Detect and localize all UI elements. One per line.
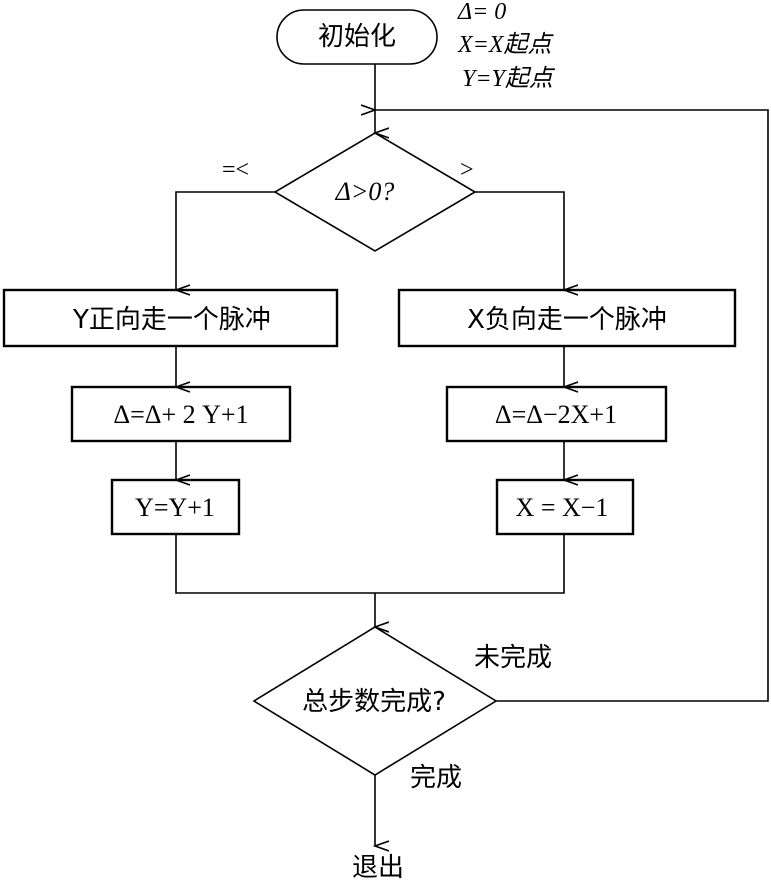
left-step2-label: Δ=Δ+ 2 Y+1 — [113, 400, 248, 429]
right-step3-label: X = X−1 — [516, 493, 609, 522]
connector-decision-to-left — [176, 191, 275, 290]
init-note-x: X=X起点 — [457, 31, 555, 58]
right-step3-box — [495, 478, 635, 536]
right-step1-label: X负向走一个脉冲 — [467, 305, 667, 335]
connector-loop-back — [375, 110, 769, 702]
exit-label: 退出 — [352, 853, 404, 882]
start-terminal — [276, 9, 438, 65]
decision-delta-diamond — [273, 132, 477, 252]
right-step2-label: Δ=Δ−2X+1 — [495, 400, 617, 429]
left-step3-label: Y=Y+1 — [135, 493, 215, 522]
decision2-no-label: 未完成 — [474, 643, 552, 673]
decision2-label: 总步数完成? — [302, 687, 446, 717]
left-step1-box — [2, 288, 339, 348]
left-step1-label: Y正向走一个脉冲 — [72, 305, 271, 335]
connector-decision-to-right — [475, 191, 564, 290]
decision1-label: Δ>0? — [335, 177, 395, 206]
init-note-y: Y=Y起点 — [462, 65, 556, 92]
left-step2-box — [70, 385, 292, 443]
decision1-left-label: =< — [222, 157, 249, 183]
right-step2-box — [445, 385, 668, 443]
right-step1-box — [397, 288, 737, 348]
init-note-delta: Δ= 0 — [457, 0, 506, 25]
decision1-right-label: > — [460, 157, 474, 183]
decision2-yes-label: 完成 — [410, 763, 462, 793]
start-label: 初始化 — [318, 22, 396, 52]
connector-merge — [175, 534, 565, 594]
